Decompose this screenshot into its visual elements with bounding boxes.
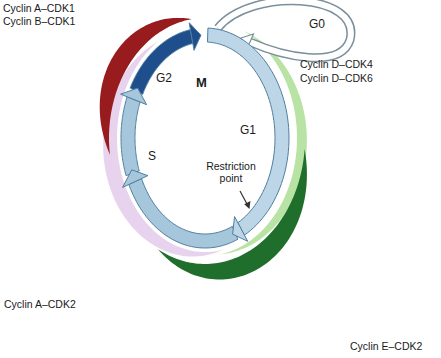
phase-label: G2 (156, 72, 172, 86)
restriction-leader (240, 191, 247, 204)
cyclin-label: Cyclin A–CDK1 (3, 2, 75, 14)
g2-segment (121, 97, 140, 176)
cyclin-label: Cyclin D–CDK6 (300, 72, 373, 84)
s-segment (129, 179, 238, 248)
phase-label: G0 (309, 18, 325, 32)
restriction-arrowhead (244, 201, 250, 209)
phase-arrowhead (189, 23, 201, 51)
checkpoint-label: Restriction point (200, 160, 262, 184)
m-segment (130, 30, 193, 95)
phase-arrowhead (121, 88, 147, 105)
cyclin-label: Cyclin B–CDK1 (3, 15, 75, 27)
cyclin-label: Cyclin E–CDK2 (350, 340, 422, 352)
phase-label: S (148, 150, 156, 164)
phase-arrowhead (233, 217, 248, 242)
cyclin-label: Cyclin D–CDK4 (300, 58, 373, 70)
phase-label: M (196, 76, 207, 91)
phase-arrowhead (123, 170, 148, 188)
cyclin-label: Cyclin A–CDK2 (4, 298, 76, 310)
g1-segment (207, 28, 289, 235)
phase-label: G1 (240, 124, 256, 138)
